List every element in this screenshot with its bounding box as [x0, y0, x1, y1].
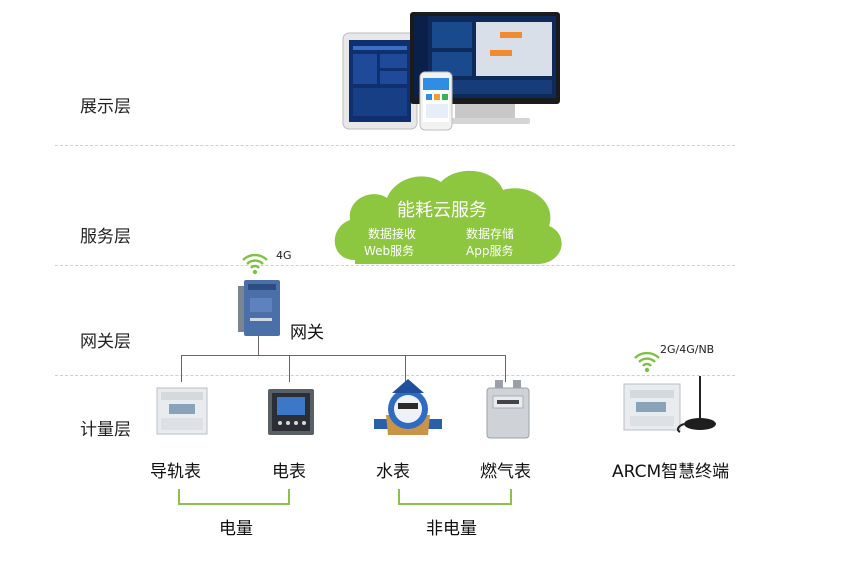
group-label-non-electric: 非电量: [426, 519, 477, 539]
cloud-title: 能耗云服务: [397, 200, 487, 221]
group-bracket-line: [178, 489, 180, 505]
group-bracket-line: [288, 489, 290, 505]
arcm-terminal-label: ARCM智慧终端: [612, 462, 730, 482]
layer-label-display: 展示层: [80, 97, 131, 117]
connector-line: [289, 355, 290, 382]
arcm-terminal-icon: [623, 376, 716, 433]
tablet-icon: [342, 32, 418, 130]
layer-label-gateway: 网关层: [80, 332, 131, 352]
wifi-signal-icon: [242, 253, 268, 275]
bus-line: [181, 355, 505, 356]
water-meter-label: 水表: [376, 462, 410, 482]
wifi-signal-icon: [634, 351, 660, 373]
electric-meter-label: 电表: [272, 462, 306, 482]
layer-label-service: 服务层: [80, 227, 131, 247]
connector-line: [505, 355, 506, 382]
group-bracket-line: [178, 503, 290, 505]
connector-line: [258, 336, 259, 355]
gateway-label: 网关: [290, 323, 324, 343]
rail-meter-label: 导轨表: [150, 462, 201, 482]
gas-meter-label: 燃气表: [480, 462, 531, 482]
group-label-electric: 电量: [219, 519, 253, 539]
cloud-shape: [334, 170, 562, 264]
electric-meter-icon: [268, 389, 314, 435]
group-bracket-line: [510, 489, 512, 505]
group-bracket-line: [398, 503, 512, 505]
monitor-icon: [410, 12, 560, 124]
cloud-item: App服务: [466, 244, 514, 258]
display-devices-illustration: [342, 12, 560, 131]
cloud-item: Web服务: [364, 244, 415, 258]
gateway-device-icon: [238, 280, 280, 336]
layer-divider: [55, 145, 735, 146]
water-meter-icon: [374, 379, 442, 435]
layer-divider: [55, 375, 735, 376]
connector-line: [181, 355, 182, 382]
layer-label-metering: 计量层: [80, 420, 131, 440]
cloud-item: 数据存储: [466, 227, 515, 241]
connector-line: [405, 355, 406, 382]
arcm-signal-label: 2G/4G/NB: [660, 343, 715, 356]
layer-divider: [55, 265, 735, 266]
cloud-item: 数据接收: [368, 227, 417, 241]
gas-meter-icon: [486, 380, 530, 439]
group-bracket-line: [398, 489, 400, 505]
phone-icon: [419, 71, 453, 131]
gateway-signal-label: 4G: [276, 249, 292, 262]
rail-meter-icon: [156, 387, 208, 435]
